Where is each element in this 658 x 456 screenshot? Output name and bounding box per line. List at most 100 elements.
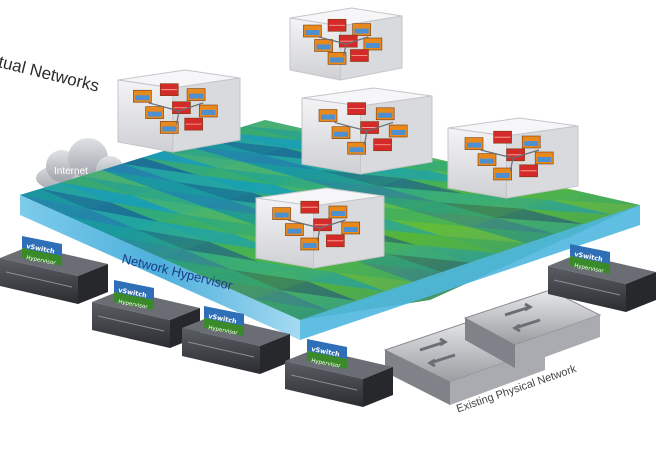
mesh-tile xyxy=(136,229,209,250)
mesh-tile xyxy=(159,214,234,234)
mesh-tile xyxy=(240,154,321,171)
mesh-tile xyxy=(280,281,357,301)
mesh-tile xyxy=(386,210,470,227)
mesh-tile xyxy=(20,188,89,210)
vm-os-strip xyxy=(330,57,345,63)
mesh-tile xyxy=(550,199,640,215)
vm-os-strip xyxy=(135,95,150,101)
vm-os-strip xyxy=(162,126,177,132)
mesh-tile xyxy=(463,193,551,209)
vm-os-strip xyxy=(189,93,204,99)
internet-label: Internet xyxy=(54,166,88,177)
hypervisor-label: Hypervisor xyxy=(208,325,239,337)
mesh-tile xyxy=(184,241,259,262)
vswitch-block xyxy=(114,280,154,300)
mesh-tile xyxy=(523,199,612,215)
vm-os-strip xyxy=(349,147,364,153)
vm-os-strip xyxy=(334,131,348,137)
vm-os-strip xyxy=(274,212,289,218)
mesh-tile xyxy=(159,221,234,242)
mesh-tile xyxy=(101,163,176,182)
mesh-tile xyxy=(361,254,442,273)
mesh-tile xyxy=(110,202,183,222)
mesh-tile xyxy=(415,235,499,253)
hypervisor-block xyxy=(307,351,347,369)
mesh-tile xyxy=(175,175,252,193)
mesh-tile xyxy=(232,261,308,282)
vm-link xyxy=(334,121,394,145)
mesh-tile xyxy=(550,190,640,205)
mesh-tile xyxy=(379,178,464,194)
mesh-tile xyxy=(280,290,357,311)
vm-os-strip xyxy=(316,44,331,50)
virtual-network-box xyxy=(117,69,241,153)
hypervisor-label: Hypervisor xyxy=(26,255,57,267)
mesh-tile xyxy=(240,161,321,178)
mesh-tile xyxy=(361,263,442,282)
mesh-tile xyxy=(253,299,329,320)
vm-link xyxy=(287,219,346,241)
virtual-network-box xyxy=(255,187,385,269)
mesh-tile xyxy=(442,226,527,244)
mesh-tile xyxy=(81,176,154,196)
mesh-tile xyxy=(523,208,612,225)
mesh-tile xyxy=(142,157,219,175)
hypervisor-label: Hypervisor xyxy=(311,358,342,370)
mesh-tile xyxy=(160,257,233,279)
vm-link xyxy=(480,149,540,171)
mesh-tile xyxy=(388,245,470,263)
vm-link xyxy=(317,36,369,56)
mesh-tile xyxy=(20,195,89,216)
mesh-tile xyxy=(469,226,555,244)
hypervisor-block xyxy=(22,248,62,266)
vm-os-strip xyxy=(524,141,539,146)
mesh-tile xyxy=(197,175,275,193)
mesh-tile xyxy=(206,269,281,291)
mesh-tile xyxy=(415,245,499,263)
vm-os-strip xyxy=(287,228,302,234)
mesh-tile xyxy=(162,151,241,169)
hypervisor-block xyxy=(204,318,244,336)
vswitch-block xyxy=(22,236,62,256)
mesh-tile xyxy=(442,235,527,253)
mesh-tile xyxy=(182,207,258,226)
mesh-tile xyxy=(232,269,308,291)
mesh-tile xyxy=(496,208,584,225)
vm-os-strip xyxy=(321,114,335,120)
hypervisor-block xyxy=(570,256,610,274)
virtual-network-box xyxy=(289,7,403,81)
mesh-tile xyxy=(122,163,198,182)
mesh-tile xyxy=(388,254,470,273)
vm-os-strip xyxy=(365,43,380,48)
mesh-tile xyxy=(355,186,438,203)
virtual-network-box xyxy=(301,87,433,175)
vm-os-strip xyxy=(343,227,358,232)
mesh-tile xyxy=(113,236,185,258)
mesh-tile xyxy=(297,177,380,195)
mesh-tile xyxy=(320,170,404,187)
mesh-tile xyxy=(66,215,137,237)
mesh-tile xyxy=(131,195,206,215)
mesh-tile xyxy=(101,170,176,189)
mesh-tile xyxy=(66,209,137,230)
hypervisor-label: Hypervisor xyxy=(118,299,149,311)
mesh-tile xyxy=(122,157,198,175)
vm-os-strip xyxy=(391,130,406,135)
vm-link xyxy=(148,102,204,125)
mesh-tile xyxy=(197,168,275,186)
vm-os-strip xyxy=(302,243,317,248)
vm-os-strip xyxy=(201,110,216,115)
vm-os-strip xyxy=(354,28,369,34)
mesh-tile xyxy=(437,202,524,218)
mesh-tile xyxy=(307,272,385,292)
vm-os-strip xyxy=(330,211,345,216)
mesh-tile xyxy=(153,181,229,200)
mesh-tile xyxy=(182,214,258,234)
mesh-tile xyxy=(334,263,414,282)
mesh-tile xyxy=(224,126,306,141)
mesh-tile xyxy=(60,176,132,196)
